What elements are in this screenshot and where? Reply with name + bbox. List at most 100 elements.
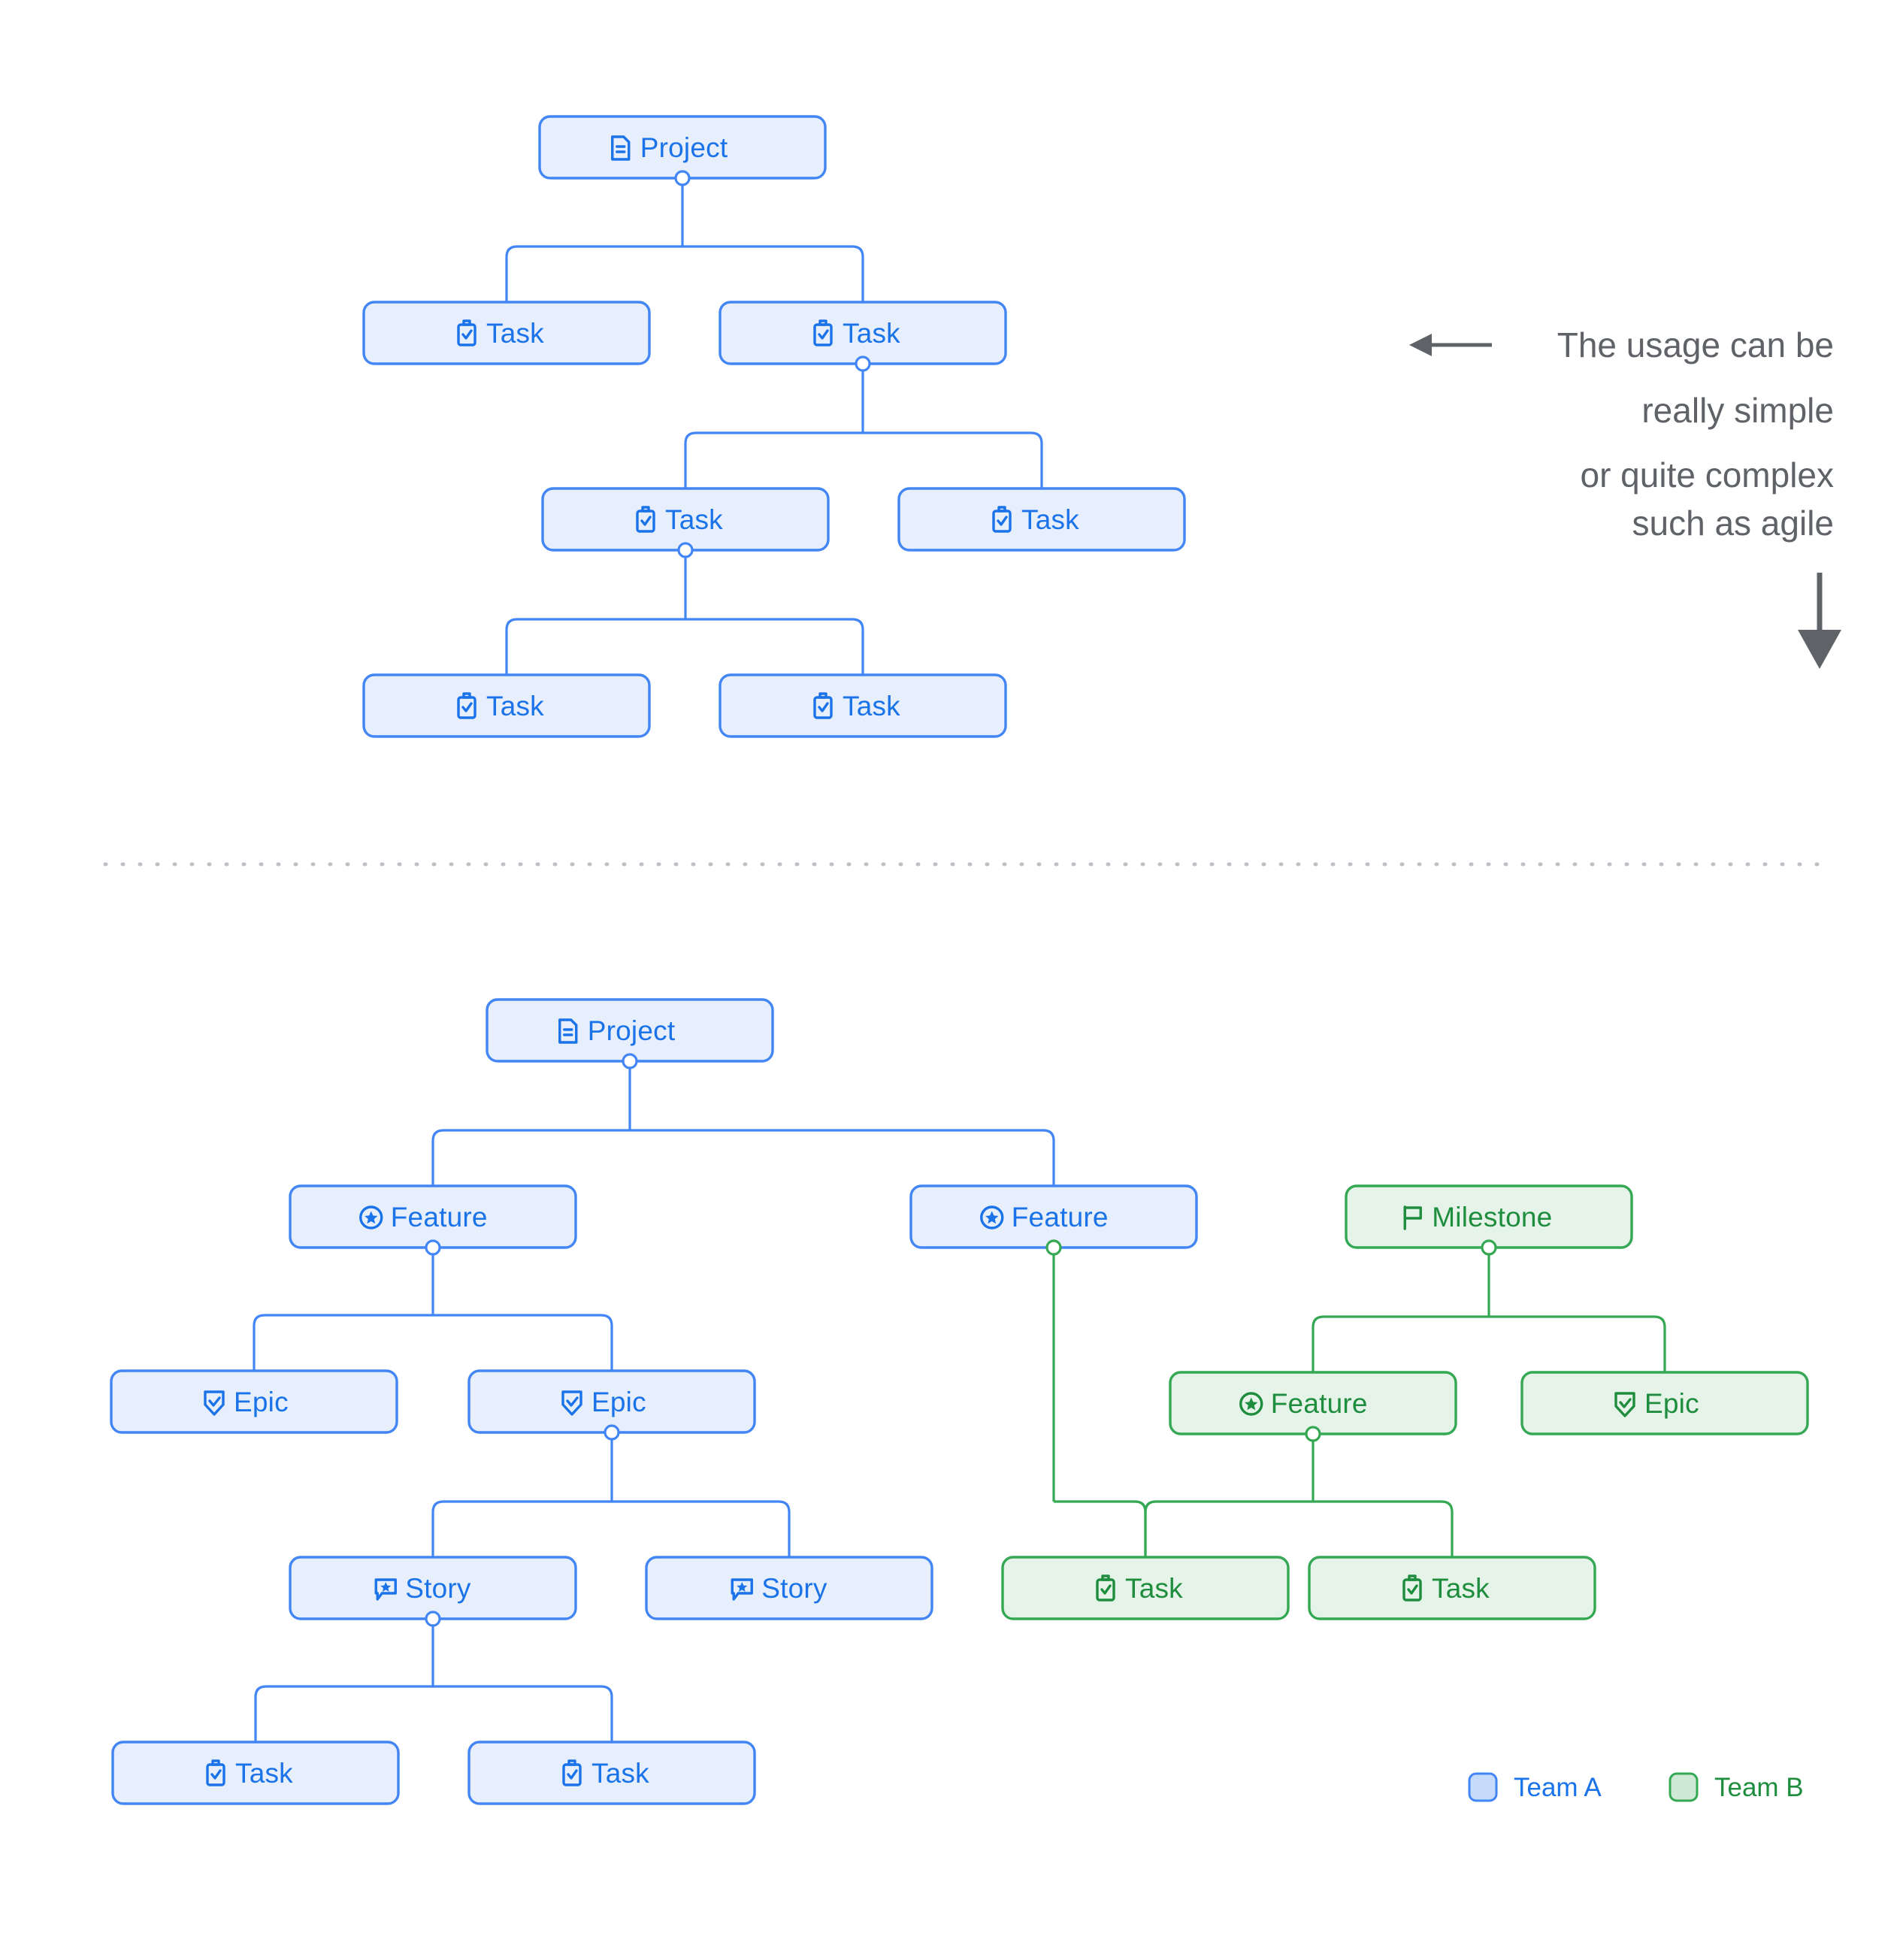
legend-item-team-a: Team A: [1468, 1772, 1602, 1802]
node-box[interactable]: [362, 673, 651, 738]
annotation-line-2: really simple: [1641, 391, 1834, 430]
diagram-node[interactable]: Task: [1308, 1556, 1596, 1620]
clipboard-check-icon: [813, 692, 833, 719]
arrow-down-icon: [1798, 573, 1841, 669]
shield-check-icon: [1614, 1392, 1635, 1417]
connector-handle[interactable]: [1045, 1239, 1062, 1256]
diagram-node[interactable]: Task: [467, 1741, 756, 1805]
clipboard-check-icon: [992, 506, 1012, 533]
shield-check-icon: [204, 1390, 225, 1416]
node-label: Story: [761, 1573, 827, 1604]
diagram-node[interactable]: Story: [645, 1556, 933, 1620]
node-label: Task: [843, 318, 900, 349]
node-box[interactable]: [719, 673, 1007, 738]
diagram-node[interactable]: Task: [719, 301, 1007, 372]
node-box[interactable]: [897, 487, 1186, 552]
legend-item-team-b: Team B: [1669, 1772, 1804, 1802]
node-label: Feature: [1271, 1388, 1368, 1419]
node-box[interactable]: [110, 1369, 398, 1434]
speech-star-icon: [374, 1578, 397, 1601]
diagram-node[interactable]: Task: [897, 487, 1186, 552]
node-label: Feature: [1012, 1202, 1109, 1233]
diagram-node[interactable]: Task: [362, 301, 651, 365]
node-label: Task: [1432, 1573, 1490, 1604]
document-icon: [611, 135, 631, 161]
node-label: Task: [486, 318, 544, 349]
node-label: Feature: [391, 1202, 488, 1233]
edge-connector: [684, 364, 1043, 488]
star-circle-icon: [1239, 1392, 1263, 1416]
node-label: Project: [640, 132, 728, 163]
node-label: Task: [843, 691, 900, 721]
node-box[interactable]: [645, 1556, 933, 1620]
node-label: Story: [405, 1573, 471, 1604]
node-label: Task: [665, 504, 723, 535]
diagram-node[interactable]: Task: [362, 673, 651, 738]
node-label: Task: [1021, 504, 1079, 535]
connector-handle[interactable]: [622, 1053, 638, 1069]
edge-connector: [505, 178, 864, 302]
node-label: Task: [235, 1758, 293, 1789]
node-box[interactable]: [1520, 1371, 1809, 1435]
node-label: Epic: [234, 1387, 289, 1417]
legend-swatch-team-b: [1669, 1772, 1699, 1802]
edge-connector: [431, 1061, 1055, 1186]
diagram-node[interactable]: Task: [1001, 1556, 1290, 1620]
document-icon: [558, 1018, 578, 1044]
clipboard-check-icon: [1402, 1574, 1422, 1602]
node-label: Epic: [591, 1387, 646, 1417]
diagram-node[interactable]: Task: [111, 1741, 400, 1805]
diagram-node[interactable]: Epic: [110, 1369, 398, 1434]
edge-connector: [1312, 1248, 1666, 1372]
node-box[interactable]: [1308, 1556, 1596, 1620]
diagram-node[interactable]: Feature: [909, 1184, 1198, 1256]
clipboard-check-icon: [562, 1759, 582, 1786]
diagram-node[interactable]: Project: [486, 998, 774, 1069]
node-label: Project: [588, 1015, 676, 1046]
diagram-node[interactable]: Feature: [289, 1184, 577, 1256]
legend-label-team-a: Team A: [1514, 1773, 1602, 1802]
diagram-node[interactable]: Milestone: [1345, 1184, 1633, 1256]
diagram-node[interactable]: Feature: [1169, 1371, 1457, 1442]
annotation-line-4: such as agile: [1632, 504, 1835, 543]
node-label: Epic: [1644, 1388, 1699, 1419]
clipboard-check-icon: [206, 1759, 225, 1786]
clipboard-check-icon: [457, 692, 477, 719]
connector-handle[interactable]: [855, 355, 871, 372]
connector-handle[interactable]: [1481, 1239, 1497, 1256]
node-box[interactable]: [1001, 1556, 1290, 1620]
connector-handle[interactable]: [604, 1424, 620, 1441]
shield-check-icon: [561, 1390, 582, 1416]
connector-handle[interactable]: [674, 170, 691, 186]
connector-handle[interactable]: [677, 542, 694, 558]
connector-handle[interactable]: [425, 1611, 441, 1627]
annotation-line-1: The usage can be: [1557, 325, 1834, 364]
node-box[interactable]: [362, 301, 651, 365]
node-box[interactable]: [111, 1741, 400, 1805]
diagram-node[interactable]: Task: [719, 673, 1007, 738]
edge-connector: [254, 1619, 613, 1742]
diagram-node[interactable]: Epic: [1520, 1371, 1809, 1435]
speech-star-icon: [731, 1578, 753, 1601]
diagram-node[interactable]: Project: [538, 115, 827, 186]
clipboard-check-icon: [1096, 1574, 1115, 1602]
legend-swatch-team-a: [1468, 1772, 1498, 1802]
edge-connector: [1052, 1248, 1147, 1557]
node-label: Task: [591, 1758, 649, 1789]
clipboard-check-icon: [457, 319, 477, 346]
node-box[interactable]: [467, 1741, 756, 1805]
node-label: Task: [1125, 1573, 1183, 1604]
connector-handle[interactable]: [425, 1239, 441, 1256]
diagram-node[interactable]: Story: [289, 1556, 577, 1627]
edge-connector: [431, 1432, 791, 1557]
legend-label-team-b: Team B: [1714, 1773, 1804, 1802]
edge-connector: [253, 1248, 613, 1371]
annotation-line-3: or quite complex: [1581, 455, 1835, 495]
diagram-node[interactable]: Epic: [467, 1369, 756, 1441]
diagram-node[interactable]: Task: [541, 487, 830, 558]
connector-handle[interactable]: [1305, 1426, 1321, 1442]
